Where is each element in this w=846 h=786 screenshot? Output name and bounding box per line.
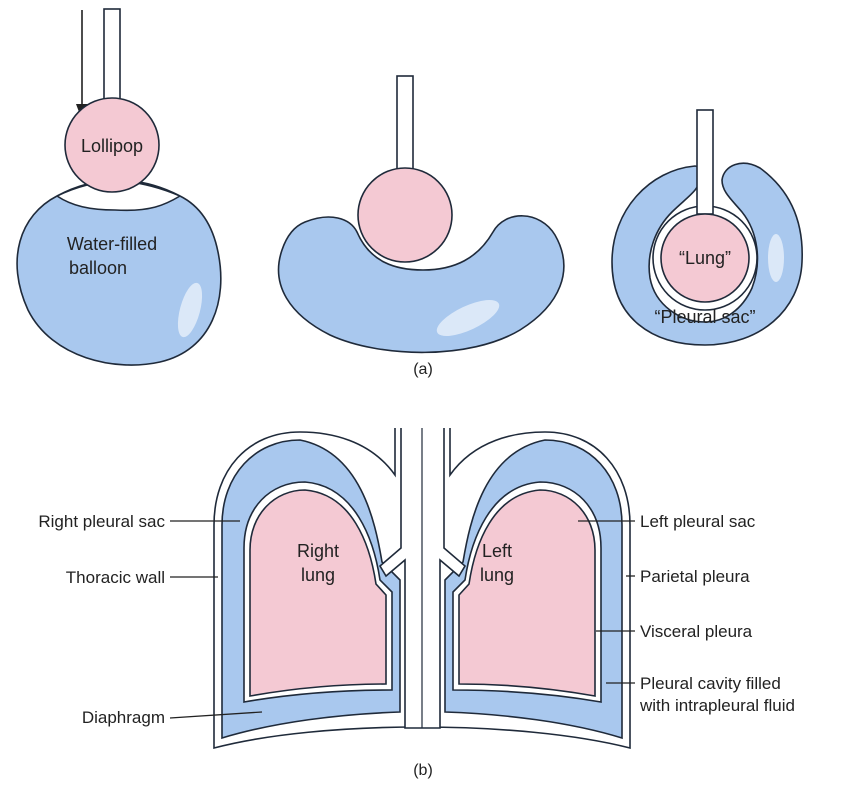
label-pleural-cavity-line1: Pleural cavity filled (640, 674, 781, 693)
panel-a: Lollipop Water-filled balloon “Lung” “Pl… (17, 9, 802, 378)
lung-label: “Lung” (679, 248, 731, 268)
lollipop-2 (358, 168, 452, 262)
stage-1 (17, 9, 221, 365)
balloon-label-line1: Water-filled (67, 234, 157, 254)
caption-a: (a) (413, 361, 433, 378)
label-parietal-pleura: Parietal pleura (640, 567, 750, 586)
lollipop-stick-1 (104, 9, 120, 102)
right-lung-label-line1: Right (297, 541, 339, 561)
caption-b: (b) (413, 762, 433, 779)
sac-highlight-3 (768, 234, 784, 282)
label-pleural-cavity-line2: with intrapleural fluid (639, 696, 795, 715)
lollipop-stick-2 (397, 76, 413, 173)
balloon-label-line2: balloon (69, 258, 127, 278)
pleural-sac-label: “Pleural sac” (654, 307, 755, 327)
push-arrow (76, 10, 88, 120)
lollipop-label: Lollipop (81, 136, 143, 156)
label-left-pleural-sac: Left pleural sac (640, 512, 756, 531)
lollipop-stick-3 (697, 110, 713, 214)
left-lung-label-line1: Left (482, 541, 512, 561)
label-thoracic-wall: Thoracic wall (66, 568, 165, 587)
panel-b: Right lung Left lung Right pleural sac T… (38, 428, 795, 779)
right-lung-label-line2: lung (301, 565, 335, 585)
left-lung-label-line2: lung (480, 565, 514, 585)
label-right-pleural-sac: Right pleural sac (38, 512, 165, 531)
label-diaphragm: Diaphragm (82, 708, 165, 727)
stage-2 (279, 76, 564, 352)
label-visceral-pleura: Visceral pleura (640, 622, 753, 641)
